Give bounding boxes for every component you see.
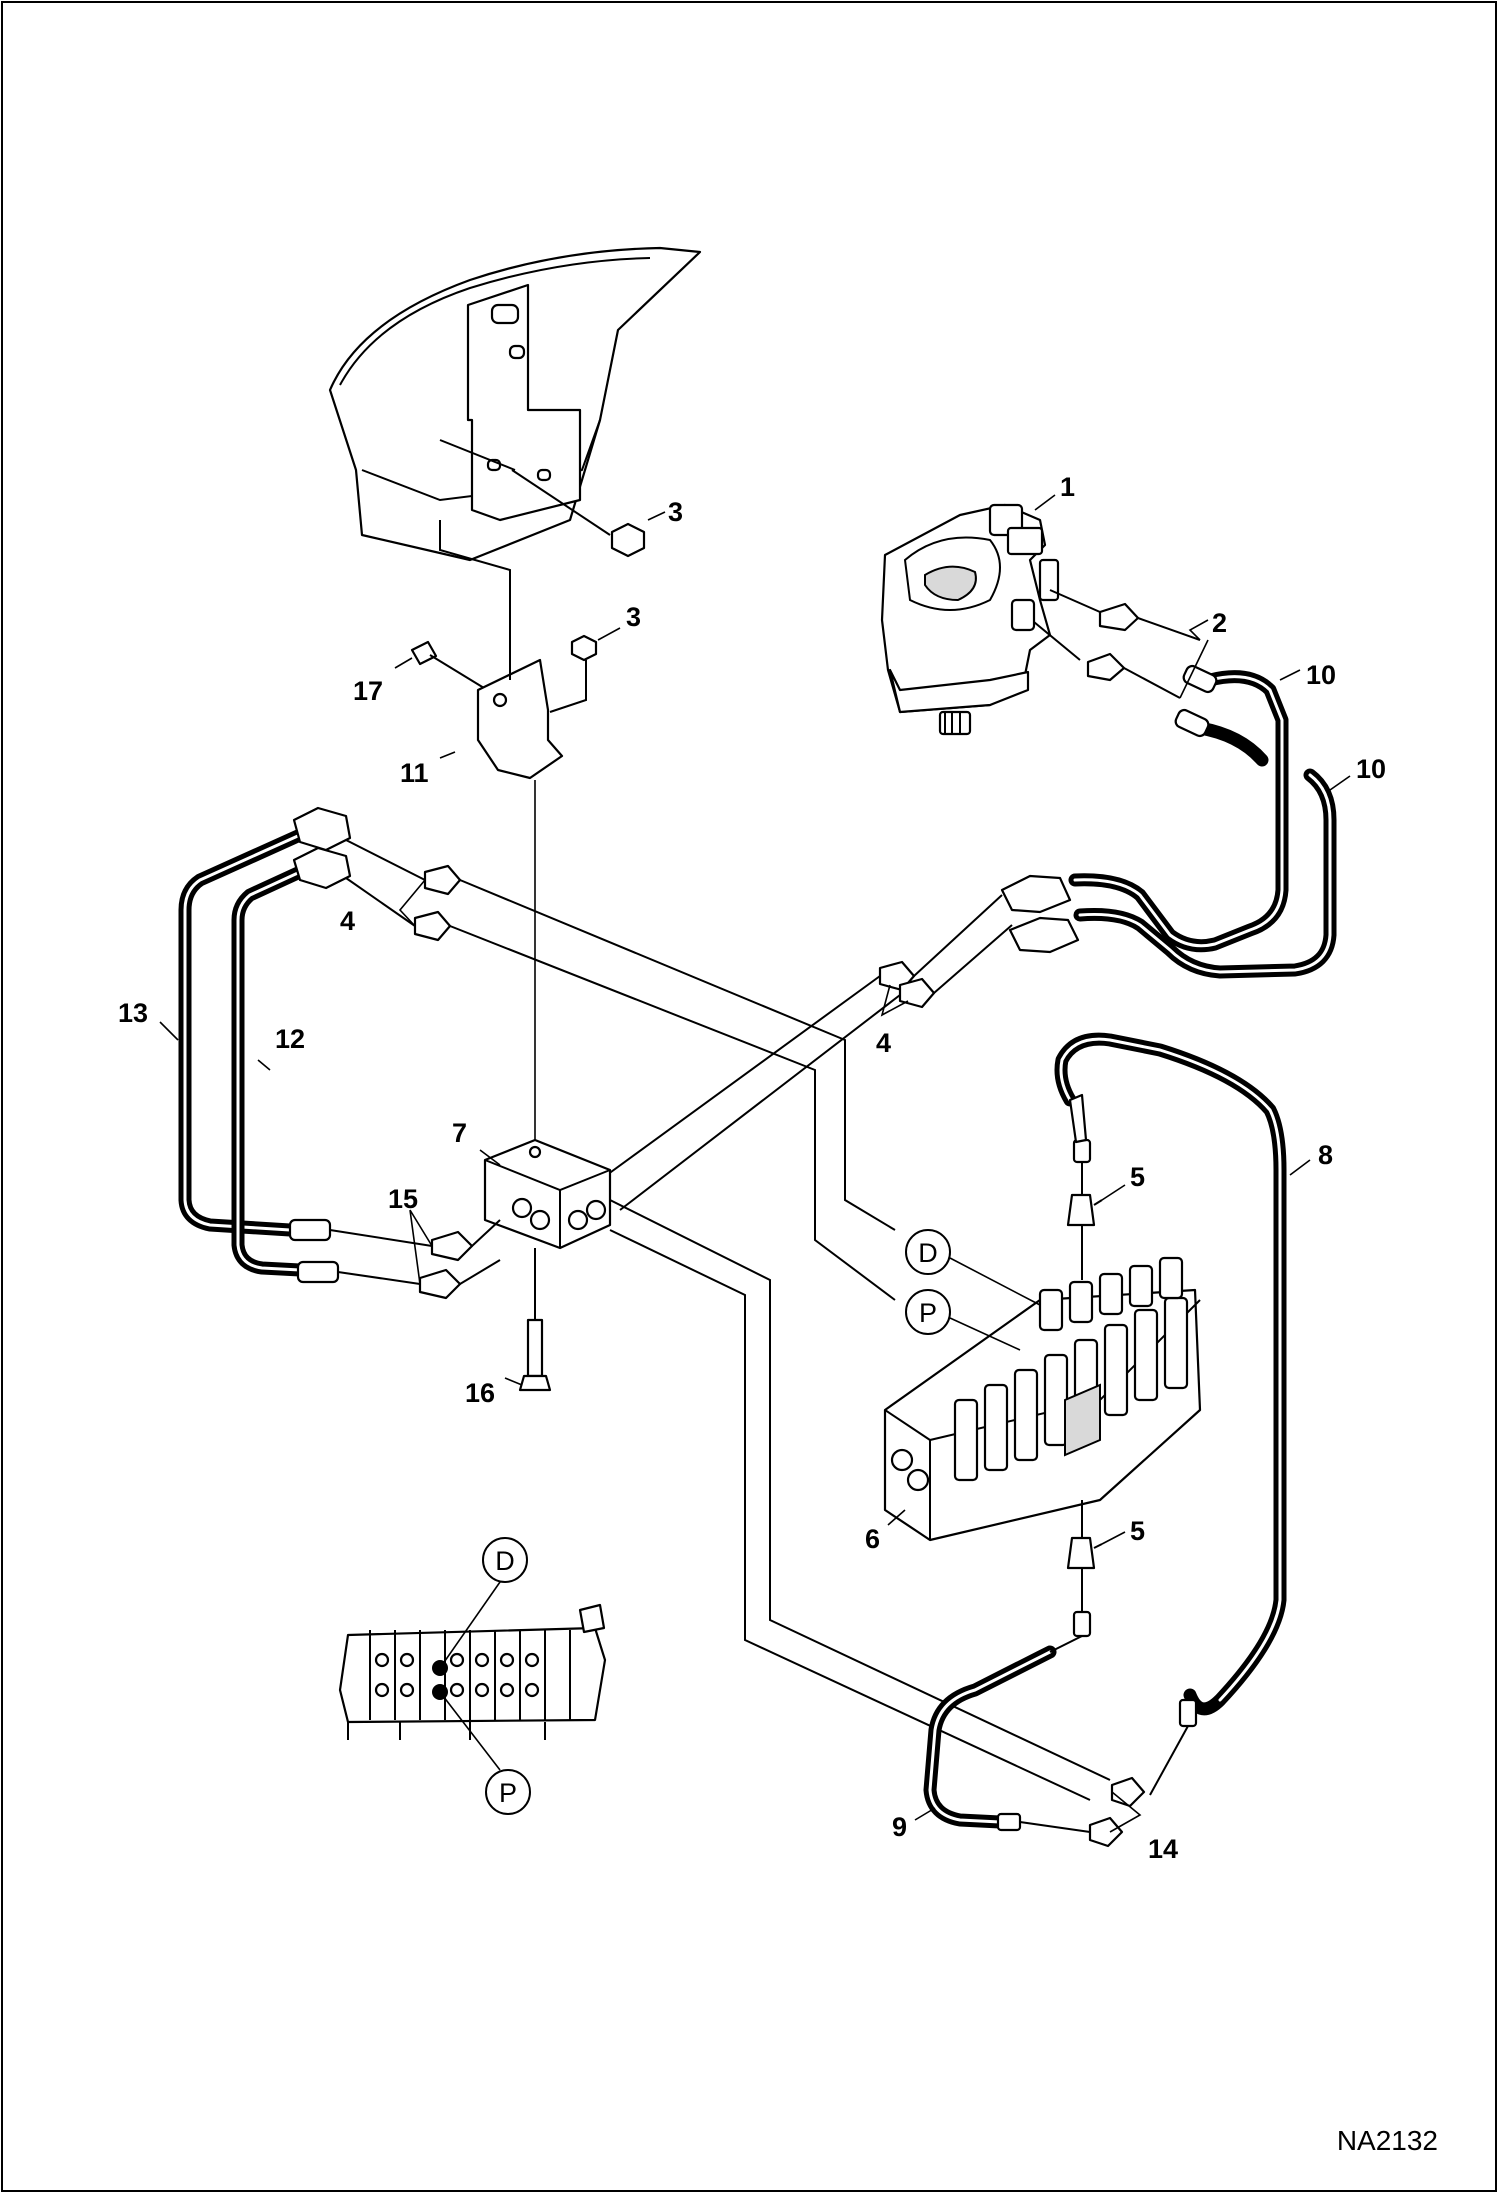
part-label-3b: 3 (626, 602, 641, 632)
fitting-2-lower (1086, 652, 1181, 699)
bolt-17 (410, 640, 485, 689)
part-label-10b: 10 (1356, 754, 1386, 784)
nut-3-lower (549, 634, 598, 713)
part-label-10a: 10 (1306, 660, 1336, 690)
nut-3-upper (610, 522, 646, 558)
fittings-4-right (599, 894, 1013, 1211)
bolt-16 (518, 1248, 552, 1392)
part-label-5b: 5 (1130, 1516, 1145, 1546)
fittings-14 (1088, 1776, 1146, 1848)
part-labels: 1 2 3 3 4 4 5 5 6 7 8 9 10 10 11 12 13 (118, 472, 1386, 1864)
elbow-fittings-hose10 (1000, 874, 1080, 954)
control-valve (883, 1256, 1202, 1542)
part-label-12: 12 (275, 1024, 305, 1054)
inset-port-grid (374, 1652, 540, 1700)
valve-spools (953, 1256, 1189, 1482)
callout-d-inset: D (439, 1537, 528, 1669)
callout-p-main: P (905, 1289, 1021, 1351)
part-label-3a: 3 (668, 497, 683, 527)
part-label-5a: 5 (1130, 1162, 1145, 1192)
inset-p-label: P (499, 1778, 517, 1808)
elbows-hose12-13 (288, 806, 352, 1284)
part-label-4b: 4 (876, 1028, 891, 1058)
callout-p-inset: P (439, 1691, 531, 1815)
fittings-15 (329, 1219, 501, 1300)
hose-13 (178, 828, 307, 1237)
part-label-2: 2 (1212, 608, 1227, 638)
part-label-11: 11 (400, 758, 429, 788)
hose-10-a (1068, 664, 1289, 953)
part-label-16: 16 (465, 1378, 495, 1408)
hose-10-b (1073, 708, 1337, 979)
callout-d-main: D (905, 1229, 1041, 1306)
drawing-code: NA2132 (1337, 2125, 1438, 2156)
part-label-6: 6 (865, 1524, 880, 1554)
fitting-5-upper (1066, 1138, 1103, 1280)
part-label-7: 7 (452, 1118, 467, 1148)
fitting-2-upper (1098, 602, 1201, 641)
hose-9 (923, 1635, 1091, 1833)
part-label-8: 8 (1318, 1140, 1333, 1170)
inset-d-label: D (495, 1546, 515, 1576)
bracket-11 (439, 520, 564, 1150)
inset-valve (338, 1603, 607, 1740)
part-label-14: 14 (1148, 1834, 1178, 1864)
hose-8 (1054, 1032, 1287, 1796)
part-label-1: 1 (1060, 472, 1075, 502)
callout-p-label: P (919, 1298, 937, 1328)
manifold-block (483, 1138, 1111, 1801)
part-label-13: 13 (118, 998, 148, 1028)
fittings-4-left (345, 839, 896, 1301)
callout-d-label: D (918, 1238, 938, 1268)
part-label-15: 15 (388, 1184, 418, 1214)
part-label-17: 17 (353, 676, 383, 706)
part-label-4a: 4 (340, 906, 355, 936)
swing-motor (880, 503, 1101, 736)
hose-12 (231, 865, 307, 1277)
fitting-5-lower (1066, 1500, 1103, 1638)
mounting-bracket-upper (439, 283, 611, 536)
part-label-9: 9 (892, 1812, 907, 1842)
